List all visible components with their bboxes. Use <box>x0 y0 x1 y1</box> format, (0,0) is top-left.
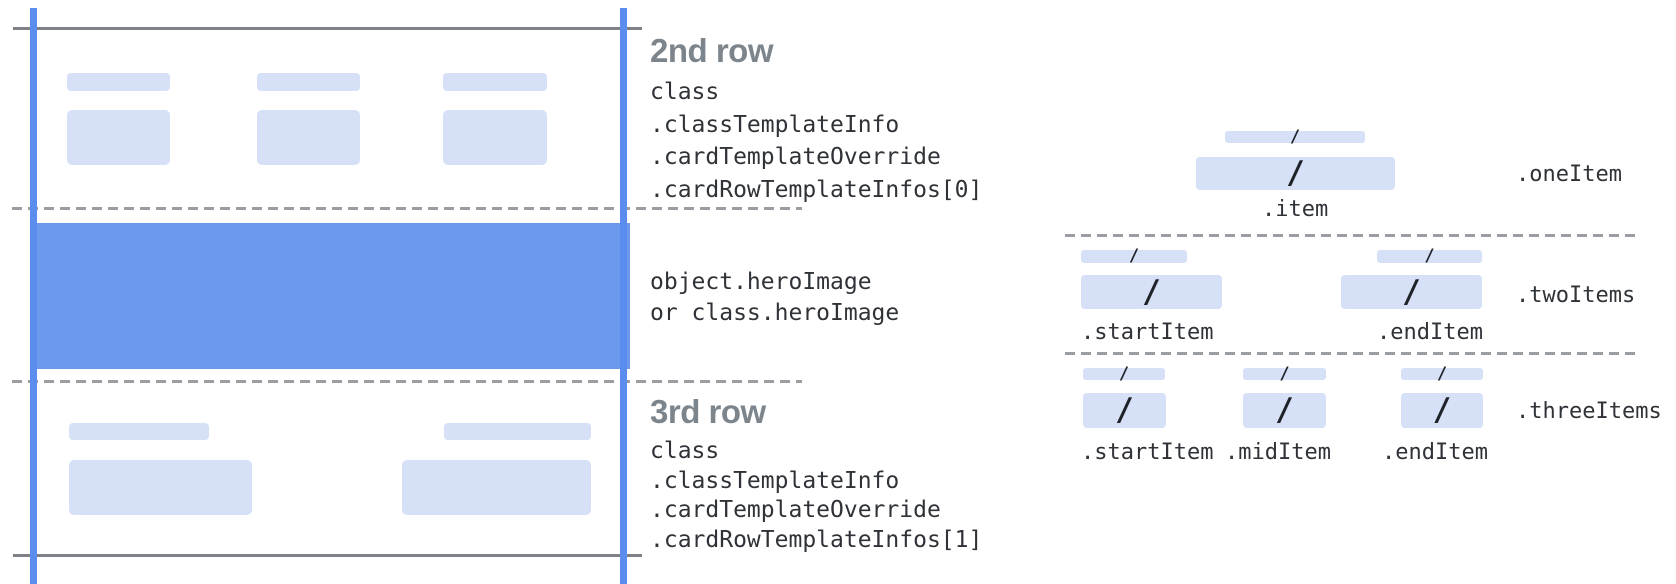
oneitem-twoitems-divider-dashed-line <box>1065 234 1638 237</box>
row3-col2-label-placeholder <box>444 423 591 440</box>
twoitems-start-value-bar: / <box>1081 275 1222 309</box>
twoitems-start-label-bar: / <box>1081 246 1187 266</box>
oneitem-value-bar: / <box>1196 157 1395 190</box>
code-line: .cardTemplateOverride <box>650 144 941 170</box>
oneitem-row-label: .oneItem <box>1516 162 1622 187</box>
row2-col2-label-placeholder <box>257 73 360 91</box>
code-line: .cardRowTemplateInfos[1] <box>650 526 983 553</box>
card-top-edge-line <box>13 27 642 30</box>
twoitems-threeitems-divider-dashed-line <box>1065 352 1638 355</box>
hero-image-band <box>30 223 630 369</box>
slash-mark: / <box>1128 246 1140 266</box>
slash-mark: / <box>1118 363 1130 384</box>
row2-hero-divider-dashed-line <box>12 207 802 210</box>
threeitems-start-label: .startItem <box>1081 440 1214 465</box>
code-line: .classTemplateInfo <box>650 467 900 494</box>
code-line: object.heroImage <box>650 269 872 295</box>
row3-col1-label-placeholder <box>69 423 209 440</box>
row2-col1-value-placeholder <box>67 110 170 165</box>
oneitem-item-label: .item <box>1262 197 1329 222</box>
code-line: .cardTemplateOverride <box>650 497 941 523</box>
hero-row3-divider-dashed-line <box>12 380 802 383</box>
oneitem-label-bar: / <box>1225 126 1365 147</box>
row2-code-path: class .classTemplateInfo .cardTemplateOv… <box>650 76 982 206</box>
threeitems-end-label: .endItem <box>1382 440 1488 465</box>
slash-mark: / <box>1142 273 1161 310</box>
code-line: .classTemplateInfo <box>650 111 900 138</box>
slash-mark: / <box>1279 363 1290 384</box>
slash-mark: / <box>1402 273 1421 310</box>
card-right-guide-line <box>620 8 627 584</box>
row2-col3-label-placeholder <box>443 73 547 91</box>
row2-col2-value-placeholder <box>257 110 360 165</box>
slash-mark: / <box>1436 363 1448 384</box>
row3-col1-value-placeholder <box>69 460 252 515</box>
threeitems-mid-value-bar: / <box>1243 393 1326 428</box>
slash-mark: / <box>1432 392 1452 428</box>
slash-mark: / <box>1115 392 1134 428</box>
threeitems-end-value-bar: / <box>1401 393 1483 428</box>
threeitems-start-value-bar: / <box>1083 393 1166 428</box>
row3-heading: 3rd row <box>650 393 766 430</box>
card-left-guide-line <box>30 8 37 584</box>
twoitems-end-label: .endItem <box>1377 320 1483 345</box>
threeitems-start-label-bar: / <box>1083 363 1165 384</box>
row2-col3-value-placeholder <box>443 110 547 165</box>
card-bottom-edge-line <box>13 554 642 557</box>
slash-mark: / <box>1275 392 1294 428</box>
code-line: class <box>650 438 720 464</box>
slash-mark: / <box>1286 155 1305 191</box>
twoitems-start-label: .startItem <box>1081 320 1214 345</box>
slash-mark: / <box>1289 126 1301 147</box>
twoitems-end-label-bar: / <box>1377 246 1482 266</box>
row3-code-path: class .classTemplateInfo .cardTemplateOv… <box>650 437 982 555</box>
threeitems-end-label-bar: / <box>1401 363 1483 384</box>
threeitems-mid-label: .midItem <box>1225 440 1331 465</box>
slash-mark: / <box>1424 246 1435 266</box>
code-line: class <box>650 79 720 105</box>
twoitems-end-value-bar: / <box>1341 275 1482 309</box>
twoitems-row-label: .twoItems <box>1516 283 1636 308</box>
threeitems-row-label: .threeItems <box>1516 399 1662 424</box>
code-line: .cardRowTemplateInfos[0] <box>650 176 983 203</box>
threeitems-mid-label-bar: / <box>1243 363 1326 384</box>
row2-heading: 2nd row <box>650 32 774 69</box>
row2-col1-label-placeholder <box>67 73 170 91</box>
row3-col2-value-placeholder <box>402 460 591 515</box>
hero-image-code-path: object.heroImage or class.heroImage <box>650 267 899 329</box>
code-line: or class.heroImage <box>650 300 900 326</box>
